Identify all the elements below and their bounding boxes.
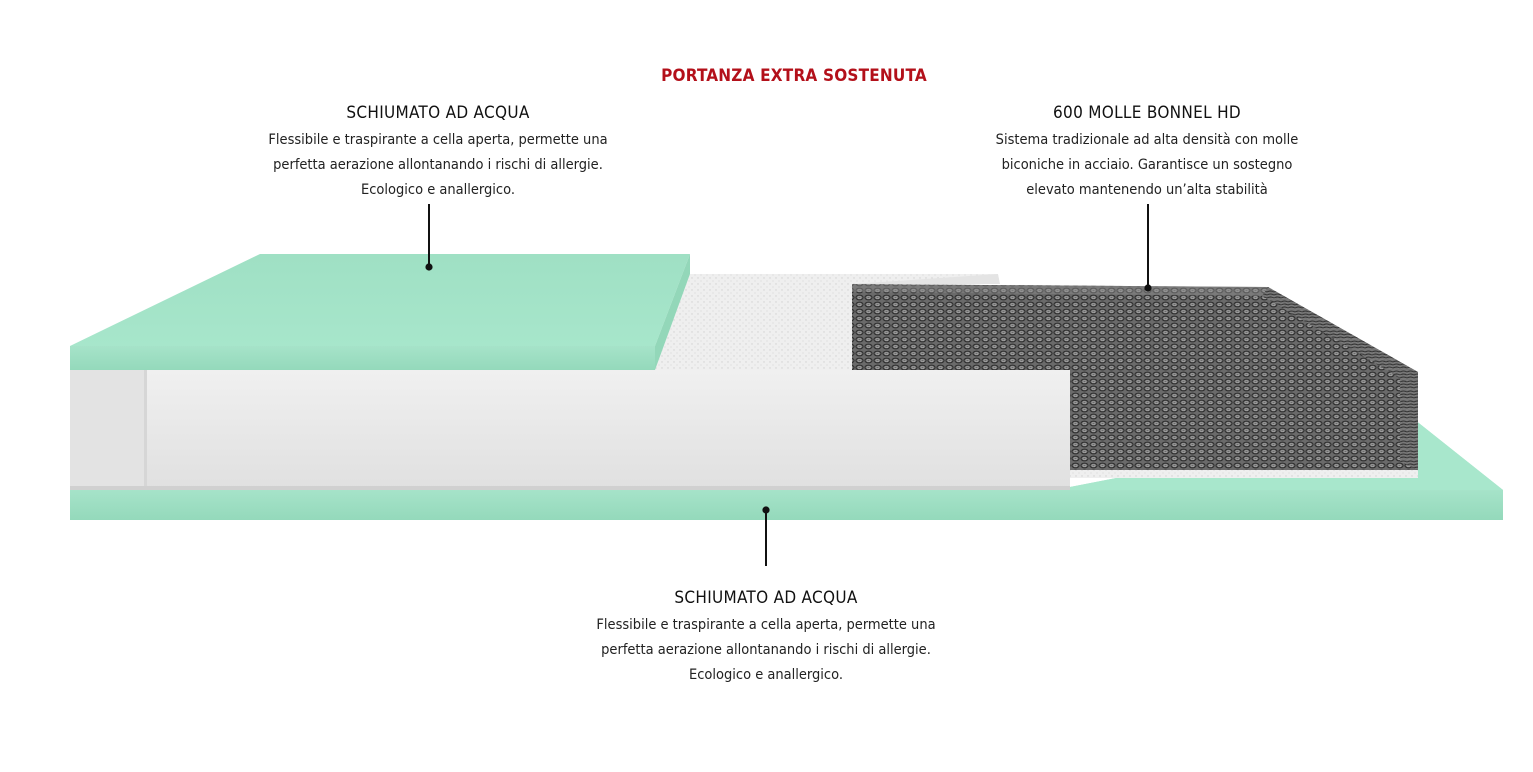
leader-top-foam xyxy=(425,204,433,271)
annotation-top-foam-description: Flessibile e traspirante a cella aperta,… xyxy=(268,132,608,198)
annotation-bottom-foam-heading: SCHIUMATO AD ACQUA xyxy=(674,588,858,608)
annotation-bottom-foam-description: Flessibile e traspirante a cella aperta,… xyxy=(596,617,936,683)
spring-base-pad xyxy=(1068,468,1418,478)
leader-springs xyxy=(1144,204,1152,292)
annotation-springs-heading: 600 MOLLE BONNEL HD xyxy=(1053,103,1241,123)
annotation-bottom-foam: SCHIUMATO AD ACQUA Flessibile e traspira… xyxy=(556,588,976,688)
leader-bottom-foam xyxy=(762,506,770,566)
top-foam-layer xyxy=(70,254,690,370)
bonnel-springs-block xyxy=(852,284,1418,470)
leader-bottom-foam-dot xyxy=(762,506,770,514)
annotation-springs-description: Sistema tradizionale ad alta densità con… xyxy=(995,132,1299,198)
leader-top-foam-dot xyxy=(425,263,433,271)
annotation-top-foam: SCHIUMATO AD ACQUA Flessibile e traspira… xyxy=(228,103,648,203)
annotation-top-foam-heading: SCHIUMATO AD ACQUA xyxy=(346,103,530,123)
white-layer-top xyxy=(655,274,1000,370)
white-support-layer xyxy=(70,370,1070,490)
leader-springs-dot xyxy=(1144,284,1152,292)
annotation-springs: 600 MOLLE BONNEL HD Sistema tradizionale… xyxy=(947,103,1347,203)
page-title: PORTANZA EXTRA SOSTENUTA xyxy=(661,66,927,86)
